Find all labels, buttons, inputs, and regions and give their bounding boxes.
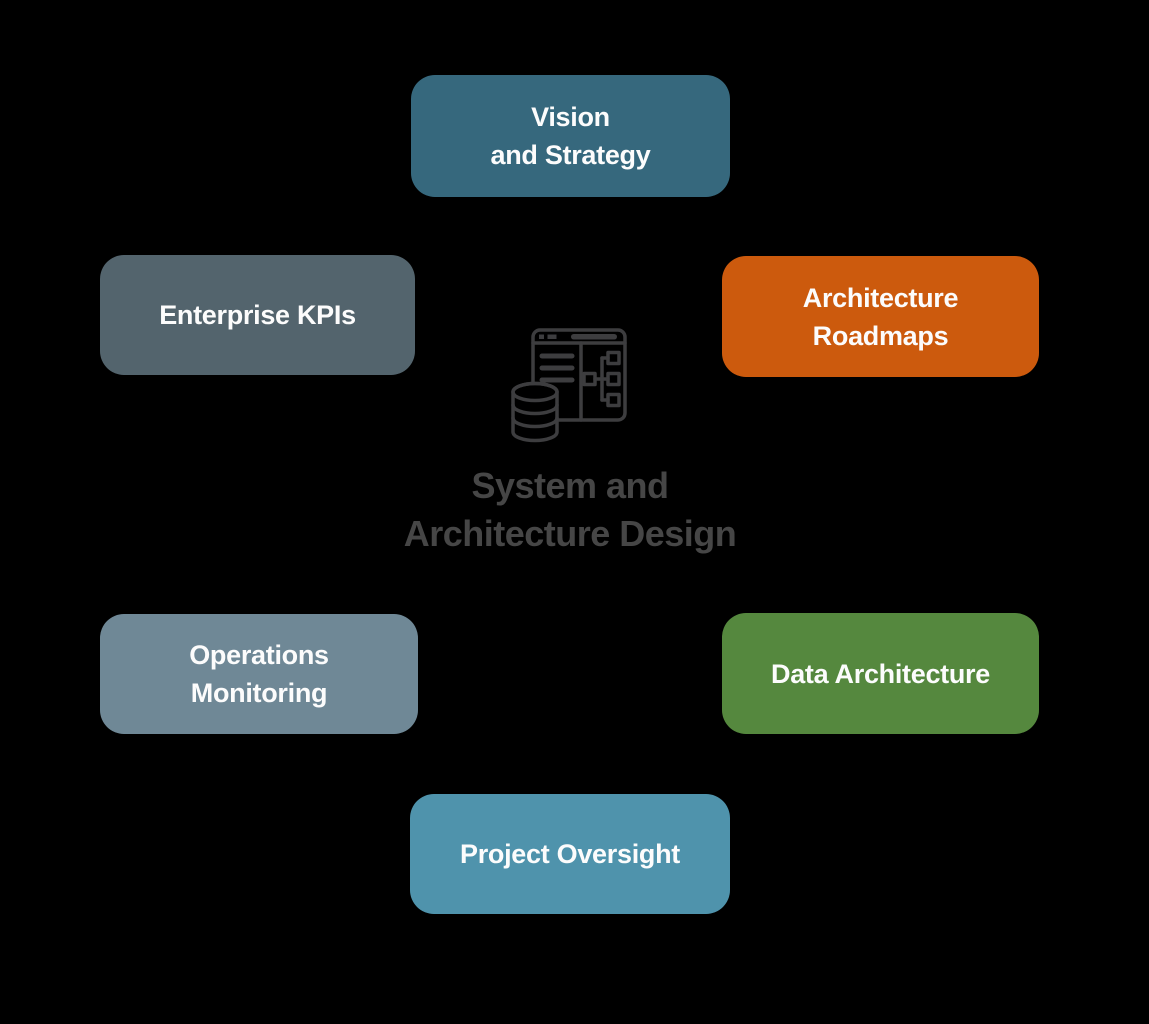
- node-label: Enterprise KPIs: [159, 300, 356, 330]
- node-enterprise-kpis: Enterprise KPIs: [100, 255, 415, 375]
- node-operations-monitoring: Operations Monitoring: [100, 614, 418, 734]
- node-label: Monitoring: [190, 678, 328, 708]
- node-data-architecture: Data Architecture: [722, 613, 1039, 734]
- node-label: Project Oversight: [460, 839, 680, 869]
- node-architecture-roadmaps: Architecture Roadmaps: [722, 256, 1039, 377]
- system-architecture-icon: [505, 318, 633, 450]
- node-vision-and-strategy: Vision and Strategy: [411, 75, 730, 197]
- diagram-title-line: Architecture Design: [403, 513, 737, 554]
- node-label: Roadmaps: [812, 320, 949, 351]
- node-label: Architecture: [802, 282, 959, 313]
- node-project-oversight: Project Oversight: [410, 794, 730, 914]
- node-label: Data Architecture: [771, 658, 990, 689]
- node-label: Vision: [531, 102, 610, 132]
- diagram-title: System and Architecture Design: [320, 462, 820, 558]
- node-label: and Strategy: [490, 140, 651, 170]
- diagram-title-line: System and: [471, 465, 669, 506]
- node-label: Operations: [189, 640, 329, 670]
